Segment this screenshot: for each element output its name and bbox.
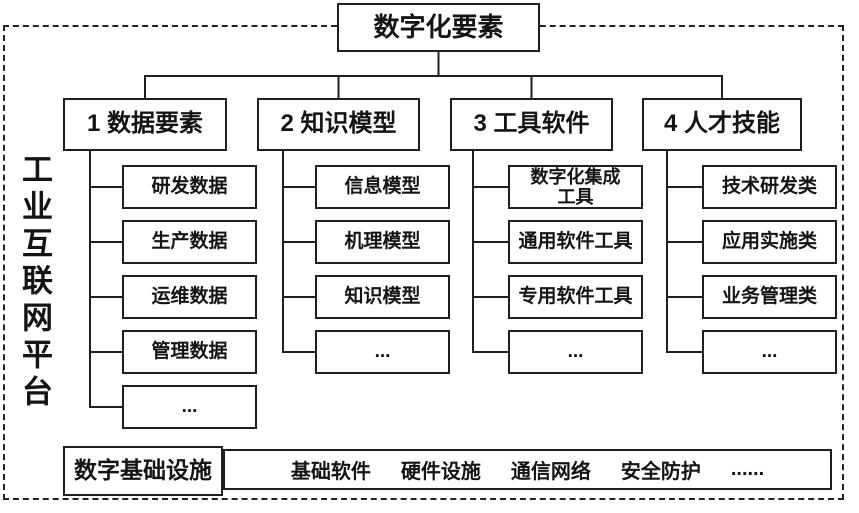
infra-item-hardware: 硬件设施 <box>400 461 481 483</box>
root-node-digital-elements: 数字化要素 <box>337 3 540 52</box>
branch3-child-ellipsis: ... <box>508 330 643 374</box>
branch1-child-rd-data: 研发数据 <box>122 165 257 209</box>
branch2-child-ellipsis: ... <box>315 330 450 374</box>
branch-header-data-elements: 1 数据要素 <box>63 98 227 151</box>
branch3-child-general-software-tools: 通用软件工具 <box>508 220 643 264</box>
infrastructure-items-bar: 基础软件 硬件设施 通信网络 安全防护 ...... <box>223 449 832 490</box>
branch-header-tool-software: 3 工具软件 <box>450 98 613 151</box>
branch4-child-business-management: 业务管理类 <box>702 275 837 319</box>
branch1-child-production-data: 生产数据 <box>122 220 257 264</box>
branch3-child-special-software-tools: 专用软件工具 <box>508 275 643 319</box>
branch1-child-ellipsis: ... <box>122 385 257 429</box>
branch-header-knowledge-models: 2 知识模型 <box>257 98 420 151</box>
branch4-child-tech-rd: 技术研发类 <box>702 165 837 209</box>
infra-item-comm-network: 通信网络 <box>510 461 591 483</box>
branch1-child-om-data: 运维数据 <box>122 275 257 319</box>
platform-label: 工业互联网平台 <box>17 153 52 412</box>
infra-item-security: 安全防护 <box>620 461 701 483</box>
infrastructure-label-box: 数字基础设施 <box>63 446 223 496</box>
branch2-child-mechanism-model: 机理模型 <box>315 220 450 264</box>
branch2-child-knowledge-model: 知识模型 <box>315 275 450 319</box>
branch4-child-application-impl: 应用实施类 <box>702 220 837 264</box>
infra-item-basic-software: 基础软件 <box>290 461 371 483</box>
branch2-child-information-model: 信息模型 <box>315 165 450 209</box>
branch4-child-ellipsis: ... <box>702 330 837 374</box>
infra-item-ellipsis: ...... <box>730 458 765 480</box>
branch1-child-management-data: 管理数据 <box>122 330 257 374</box>
branch3-child-digital-integration-tools: 数字化集成 工具 <box>508 165 643 209</box>
branch-header-talent-skills: 4 人才技能 <box>642 98 802 151</box>
